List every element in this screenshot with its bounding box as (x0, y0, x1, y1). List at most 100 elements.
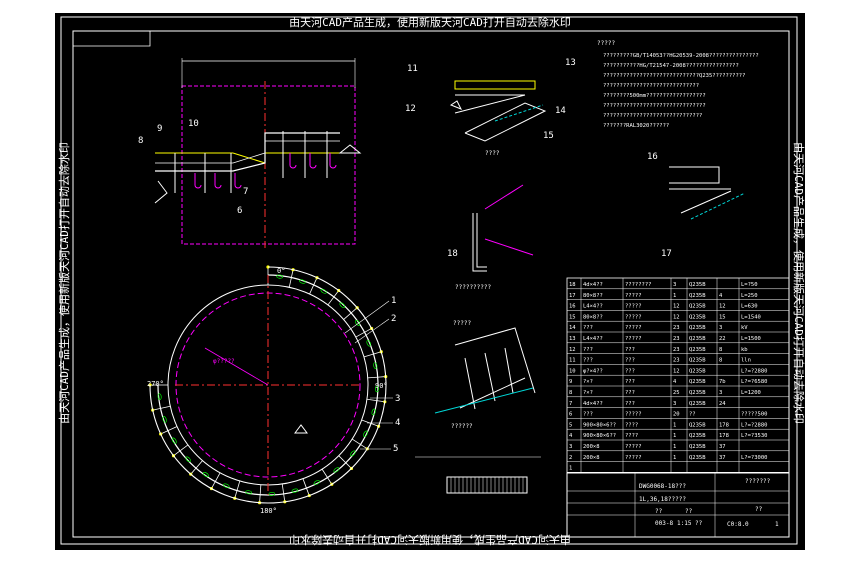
table-cell: 3 (719, 325, 722, 331)
table-cell: 14 (569, 325, 576, 331)
tb-c1: ??????? (745, 478, 771, 485)
table-cell: ??? (625, 401, 635, 407)
table-cell: 12 (673, 368, 680, 374)
corner-box (73, 31, 151, 47)
detail-c-label: ???? (485, 150, 500, 157)
watermark-top: 由天河CAD产品生成，使用新版天河CAD打开自动去除水印 (289, 15, 571, 29)
table-cell: 4 (569, 433, 573, 439)
table-cell: ????? (625, 314, 642, 320)
table-cell: ??? (625, 358, 635, 364)
callout-14: 14 (555, 106, 566, 116)
table-cell: 22 (719, 336, 726, 342)
notes-block: ?????????GB/T14053??HG20539-2008????????… (603, 53, 759, 129)
leader-lines (344, 300, 393, 450)
segment-divider (288, 269, 294, 288)
table-cell: ????? (625, 293, 642, 299)
watermark-left: 由天河CAD产品生成，使用新版天河CAD打开自动去除水印 (57, 142, 71, 424)
table-cell: kb (741, 347, 748, 353)
table-cell: 7b (719, 379, 726, 385)
table-cell: ?×? (583, 390, 593, 396)
table-cell: Q235B (689, 336, 706, 342)
table-cell: 15 (719, 314, 726, 320)
table-cell: φ?×4?? (583, 368, 603, 374)
watermark-bottom: 由天河CAD产品生成，使用新版天河CAD打开自动去除水印 (289, 533, 571, 547)
brackets (194, 153, 337, 189)
stringer (454, 94, 526, 114)
segment-divider (366, 398, 385, 403)
note-line: ?????????????????????????????? (603, 113, 702, 119)
drain-hole (202, 472, 209, 478)
segment-divider (355, 328, 372, 338)
table-cell: 13 (569, 336, 576, 342)
ring-outer-edge (149, 266, 387, 504)
table-cell: Q235B (689, 444, 706, 450)
ladder-rail (454, 327, 536, 394)
table-cell: L?=?6580 (741, 379, 768, 385)
table-cell: L?=?2880 (741, 368, 768, 374)
table-cell: 4 (673, 379, 677, 385)
callout-8: 8 (138, 136, 143, 146)
table-cell: 12 (569, 347, 576, 353)
hidden-line (494, 104, 544, 122)
detail-a-label: ????? (453, 320, 471, 327)
callout-9: 9 (157, 124, 162, 134)
table-cell: 20 (673, 412, 680, 418)
table-cell: 4 (719, 293, 723, 299)
table-cell: L?=?2880 (741, 422, 768, 428)
support (154, 180, 168, 204)
table-cell: Q235B (689, 422, 706, 428)
radius-line (204, 347, 269, 386)
table-cell: L4×4?? (583, 304, 603, 310)
angle-90: 90° (375, 382, 388, 390)
table-cell: 80×8?? (583, 293, 603, 299)
note-line: ???????????HG/T21547-2008???????????????… (603, 63, 739, 69)
segment-divider (321, 468, 333, 485)
table-cell: 900×80×6?? (583, 422, 616, 428)
callout-11: 11 (407, 64, 418, 74)
table-cell: L=630 (741, 304, 758, 310)
callout-16: 16 (647, 152, 658, 162)
table-cell: 900×80×6?? (583, 433, 616, 439)
callout-5: 5 (393, 444, 398, 454)
ladder-post (504, 347, 514, 394)
table-cell: kV (741, 325, 748, 331)
table-cell: lln (741, 358, 751, 364)
angle-270: 270° (147, 380, 164, 388)
table-cell: 23 (673, 325, 680, 331)
callout-6: 6 (237, 206, 242, 216)
table-cell: 18 (569, 282, 576, 288)
table-cell: Q235B (689, 293, 706, 299)
angle-steel (472, 213, 487, 272)
table-cell: 200×8 (583, 444, 600, 450)
segment-divider (363, 351, 382, 358)
outer-frame (60, 16, 798, 545)
bracket-detail (472, 184, 534, 272)
table-cell: Q235B (689, 325, 706, 331)
segment-divider (367, 376, 386, 379)
callout-7: 7 (243, 187, 248, 197)
drain-hole (350, 450, 356, 457)
ring-note: φ????? (213, 358, 235, 365)
drain-hole (268, 491, 276, 496)
table-cell: 3 (673, 282, 676, 288)
table-cell: 12 (719, 304, 726, 310)
table-cell: 24 (719, 401, 726, 407)
title-code: 1L,36,18????? (639, 496, 686, 503)
segment-divider (343, 307, 358, 320)
table-cell: 11 (569, 358, 576, 364)
table-cell: L=1200 (741, 390, 761, 396)
table-cell: 8 (719, 358, 722, 364)
table-cell: ??? (625, 379, 635, 385)
table-cell: 1 (569, 466, 572, 472)
table-cell: Q235B (689, 358, 706, 364)
elevation-mark (338, 144, 362, 154)
drawing-sheet[interactable]: 由天河CAD产品生成，使用新版天河CAD打开自动去除水印 由天河CAD产品生成，… (55, 13, 806, 550)
segment-divider (152, 405, 171, 411)
table-cell: Q235B (689, 304, 706, 310)
ladder-view (434, 327, 536, 414)
callout-18: 18 (447, 249, 458, 259)
table-cell: Q235B (689, 347, 706, 353)
callout-3: 3 (395, 394, 400, 404)
table-cell: ?????500 (741, 412, 768, 418)
angle-steel (476, 213, 487, 268)
